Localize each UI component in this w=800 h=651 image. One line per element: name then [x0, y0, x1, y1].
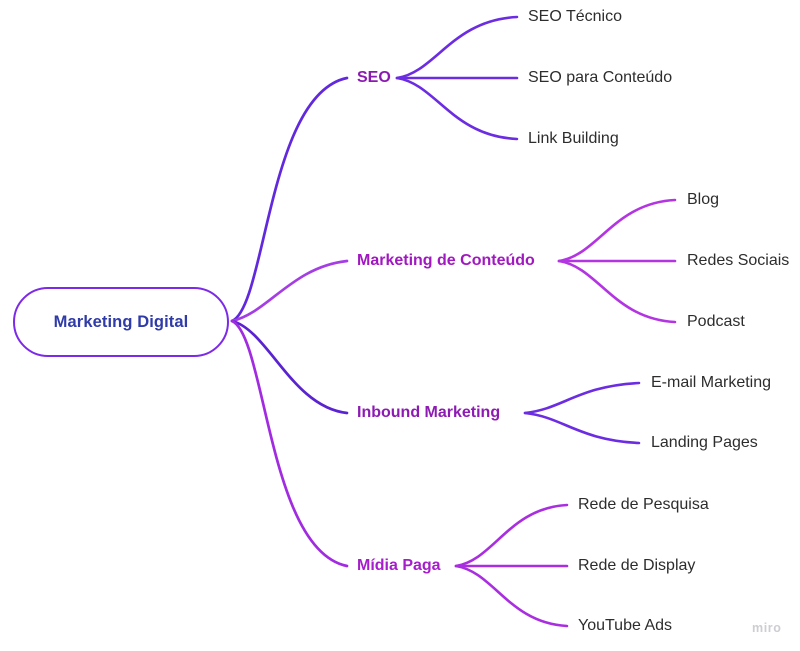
leaf-node-redes-sociais[interactable]: Redes Sociais [687, 252, 790, 269]
leaf-node-email-marketing[interactable]: E-mail Marketing [651, 374, 772, 391]
root-node-label: Marketing Digital [53, 312, 189, 331]
connector-inbound-landing-pages [523, 411, 641, 445]
branch-node-seo[interactable]: SEO [357, 69, 391, 86]
connector-mdc-blog [557, 198, 677, 263]
leaf-node-seo-para-conteudo[interactable]: SEO para Conteúdo [528, 69, 673, 86]
leaf-node-rede-de-display[interactable]: Rede de Display [578, 557, 696, 574]
connector-mp-rede-de-pesquisa [454, 503, 569, 568]
leaf-node-landing-pages[interactable]: Landing Pages [651, 434, 758, 451]
leaf-node-podcast[interactable]: Podcast [687, 313, 745, 330]
connector-inbound-email-marketing [523, 381, 641, 415]
connector-seo-seo-tecnico [395, 15, 519, 80]
branch-node-midia-paga[interactable]: Mídia Paga [357, 557, 441, 574]
connector-mdc-podcast [557, 259, 677, 324]
connector-seo-link-building [395, 76, 519, 141]
leaf-node-link-building[interactable]: Link Building [528, 130, 619, 147]
connector-root-midia-paga [230, 319, 349, 568]
leaf-node-seo-tecnico[interactable]: SEO Técnico [528, 8, 622, 25]
root-node-marketing-digital[interactable]: Marketing Digital [13, 287, 229, 357]
branch-node-inbound-marketing[interactable]: Inbound Marketing [357, 404, 501, 421]
connector-root-marketing-de-conteudo [230, 259, 349, 323]
miro-watermark: miro [752, 621, 782, 635]
connector-mp-youtube-ads [454, 564, 569, 628]
leaf-node-rede-de-pesquisa[interactable]: Rede de Pesquisa [578, 496, 709, 513]
connector-root-seo [230, 76, 349, 323]
leaf-node-youtube-ads[interactable]: YouTube Ads [578, 617, 673, 634]
branch-node-marketing-de-conteudo[interactable]: Marketing de Conteúdo [357, 252, 535, 269]
connector-root-inbound-marketing [230, 319, 349, 415]
leaf-node-blog[interactable]: Blog [687, 191, 720, 208]
